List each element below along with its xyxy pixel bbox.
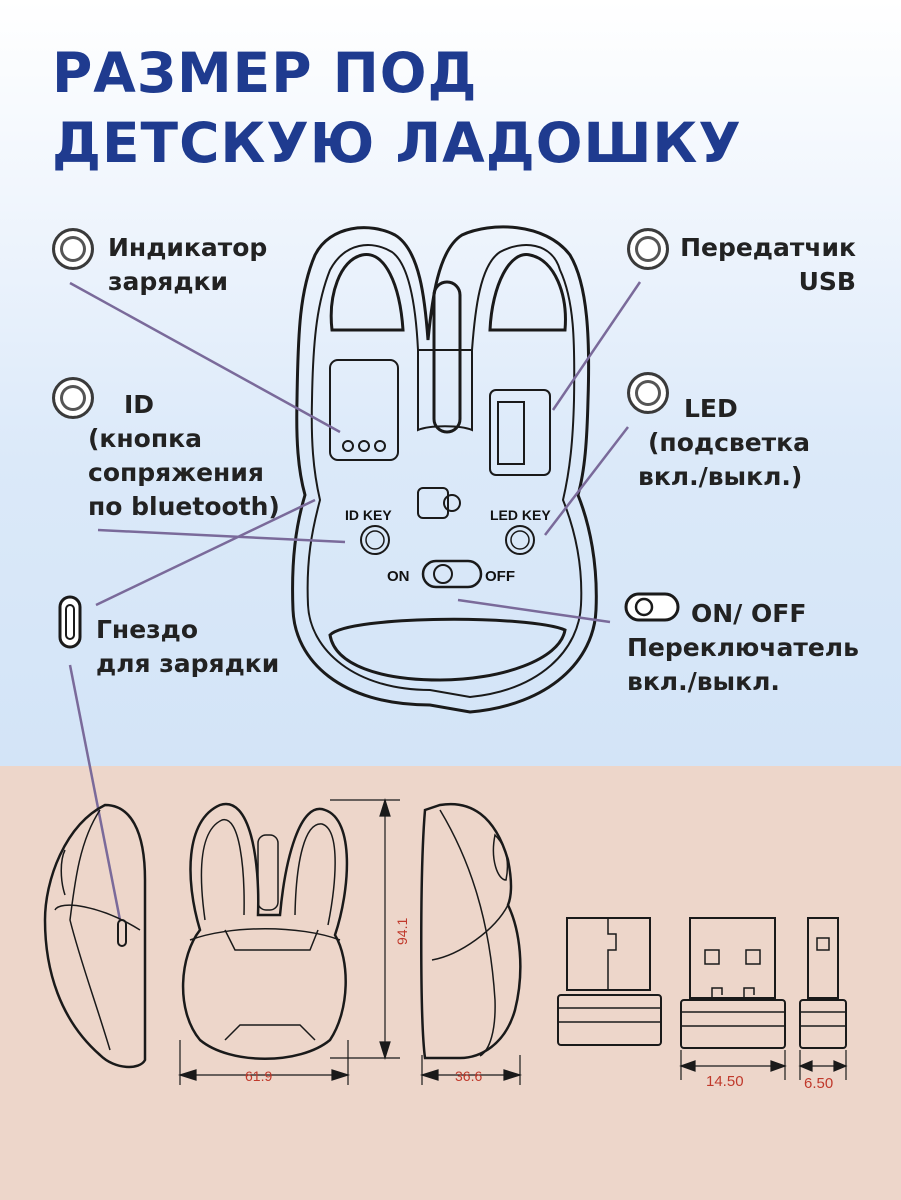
usb-dongle bbox=[497, 401, 525, 465]
led-dot-2 bbox=[358, 440, 370, 452]
off-label: OFF bbox=[485, 568, 515, 585]
callout-text: вкл./выкл. bbox=[627, 667, 780, 696]
callout-id-button: ID (кнопка сопряжения по bluetooth) bbox=[88, 388, 280, 524]
led-dot-1 bbox=[342, 440, 354, 452]
mouse-inner-shell bbox=[306, 244, 583, 699]
dongle-dimensions bbox=[679, 1050, 848, 1080]
optical-sensor bbox=[417, 487, 449, 519]
callout-text: LED bbox=[684, 394, 738, 423]
id-key-label: ID KEY bbox=[345, 507, 392, 523]
mouse-front-view bbox=[181, 802, 349, 1060]
on-label: ON bbox=[387, 568, 410, 585]
side-charge-port bbox=[117, 919, 127, 947]
leader-usb-transmitter bbox=[551, 281, 642, 411]
leader-charge-port bbox=[95, 498, 316, 607]
bottom-background bbox=[0, 766, 901, 1200]
callout-text: USB bbox=[798, 267, 856, 296]
title-line-2: ДЕТСКУЮ ЛАДОШКУ bbox=[52, 111, 742, 175]
led-key-button bbox=[505, 525, 535, 555]
callout-power-switch: ON/ OFF Переключатель вкл./выкл. bbox=[627, 597, 859, 699]
mouse-side-view-left bbox=[43, 803, 147, 1069]
ring-icon bbox=[52, 228, 94, 270]
front-dimensions bbox=[177, 797, 400, 1085]
callout-text: (кнопка bbox=[88, 424, 202, 453]
dim-width-label: 61.9 bbox=[245, 1068, 272, 1084]
callout-led-button: LED (подсветка вкл./выкл.) bbox=[638, 392, 810, 494]
callout-text: ID bbox=[124, 390, 155, 419]
callout-text: зарядки bbox=[108, 267, 229, 296]
leader-power-switch bbox=[457, 598, 611, 624]
top-background bbox=[0, 0, 901, 766]
callout-charge-indicator: Индикатор зарядки bbox=[108, 231, 267, 299]
scroll-wheel bbox=[432, 280, 462, 434]
callout-charge-port: Гнездо для зарядки bbox=[96, 613, 279, 681]
callout-text: вкл./выкл.) bbox=[638, 462, 803, 491]
callout-text: Передатчик bbox=[680, 233, 856, 262]
leader-led-button bbox=[544, 426, 629, 536]
callout-text: Переключатель bbox=[627, 633, 859, 662]
callout-text: Гнездо bbox=[96, 615, 199, 644]
callout-text: (подсветка bbox=[648, 428, 810, 457]
leader-port-to-side-view bbox=[68, 664, 122, 921]
page-title: РАЗМЕР ПОД ДЕТСКУЮ ЛАДОШКУ bbox=[52, 38, 742, 178]
usb-dongle-views bbox=[557, 917, 847, 1049]
led-dot-3 bbox=[374, 440, 386, 452]
callout-text: ON/ OFF bbox=[691, 599, 807, 628]
palm-pad bbox=[328, 617, 567, 682]
leader-lines bbox=[68, 281, 642, 921]
mouse-side-view-right bbox=[420, 802, 522, 1060]
toggle-switch-icon bbox=[624, 592, 680, 622]
dim-dongle-width-label: 14.50 bbox=[706, 1073, 744, 1090]
callout-usb-transmitter: Передатчик USB bbox=[640, 231, 856, 299]
mouse-bottom-view bbox=[291, 225, 598, 714]
dim-depth-label: 36.6 bbox=[455, 1068, 482, 1084]
dim-height-label: 94.1 bbox=[394, 918, 410, 945]
left-ear-button bbox=[329, 253, 405, 332]
usb-dongle-slot bbox=[489, 389, 551, 476]
callout-text: для зарядки bbox=[96, 649, 280, 678]
id-key-button bbox=[360, 525, 390, 555]
ring-icon bbox=[627, 228, 669, 270]
callout-text: сопряжения bbox=[88, 458, 264, 487]
scroll-housing bbox=[417, 350, 473, 432]
callout-text: Индикатор bbox=[108, 233, 268, 262]
ring-icon bbox=[627, 372, 669, 414]
ring-icon bbox=[52, 377, 94, 419]
usb-c-port-icon bbox=[58, 595, 82, 649]
right-ear-button bbox=[488, 253, 567, 332]
callout-text: по bluetooth) bbox=[88, 492, 280, 521]
side-dimensions bbox=[419, 1055, 523, 1085]
leader-id-button bbox=[97, 528, 346, 544]
title-line-1: РАЗМЕР ПОД bbox=[52, 41, 478, 105]
battery-cover bbox=[329, 359, 399, 461]
on-off-switch bbox=[421, 559, 483, 589]
dim-dongle-depth-label: 6.50 bbox=[804, 1075, 833, 1092]
leader-charge-indicator bbox=[69, 281, 341, 434]
led-key-label: LED KEY bbox=[490, 507, 551, 523]
sensor-lens bbox=[443, 494, 461, 512]
